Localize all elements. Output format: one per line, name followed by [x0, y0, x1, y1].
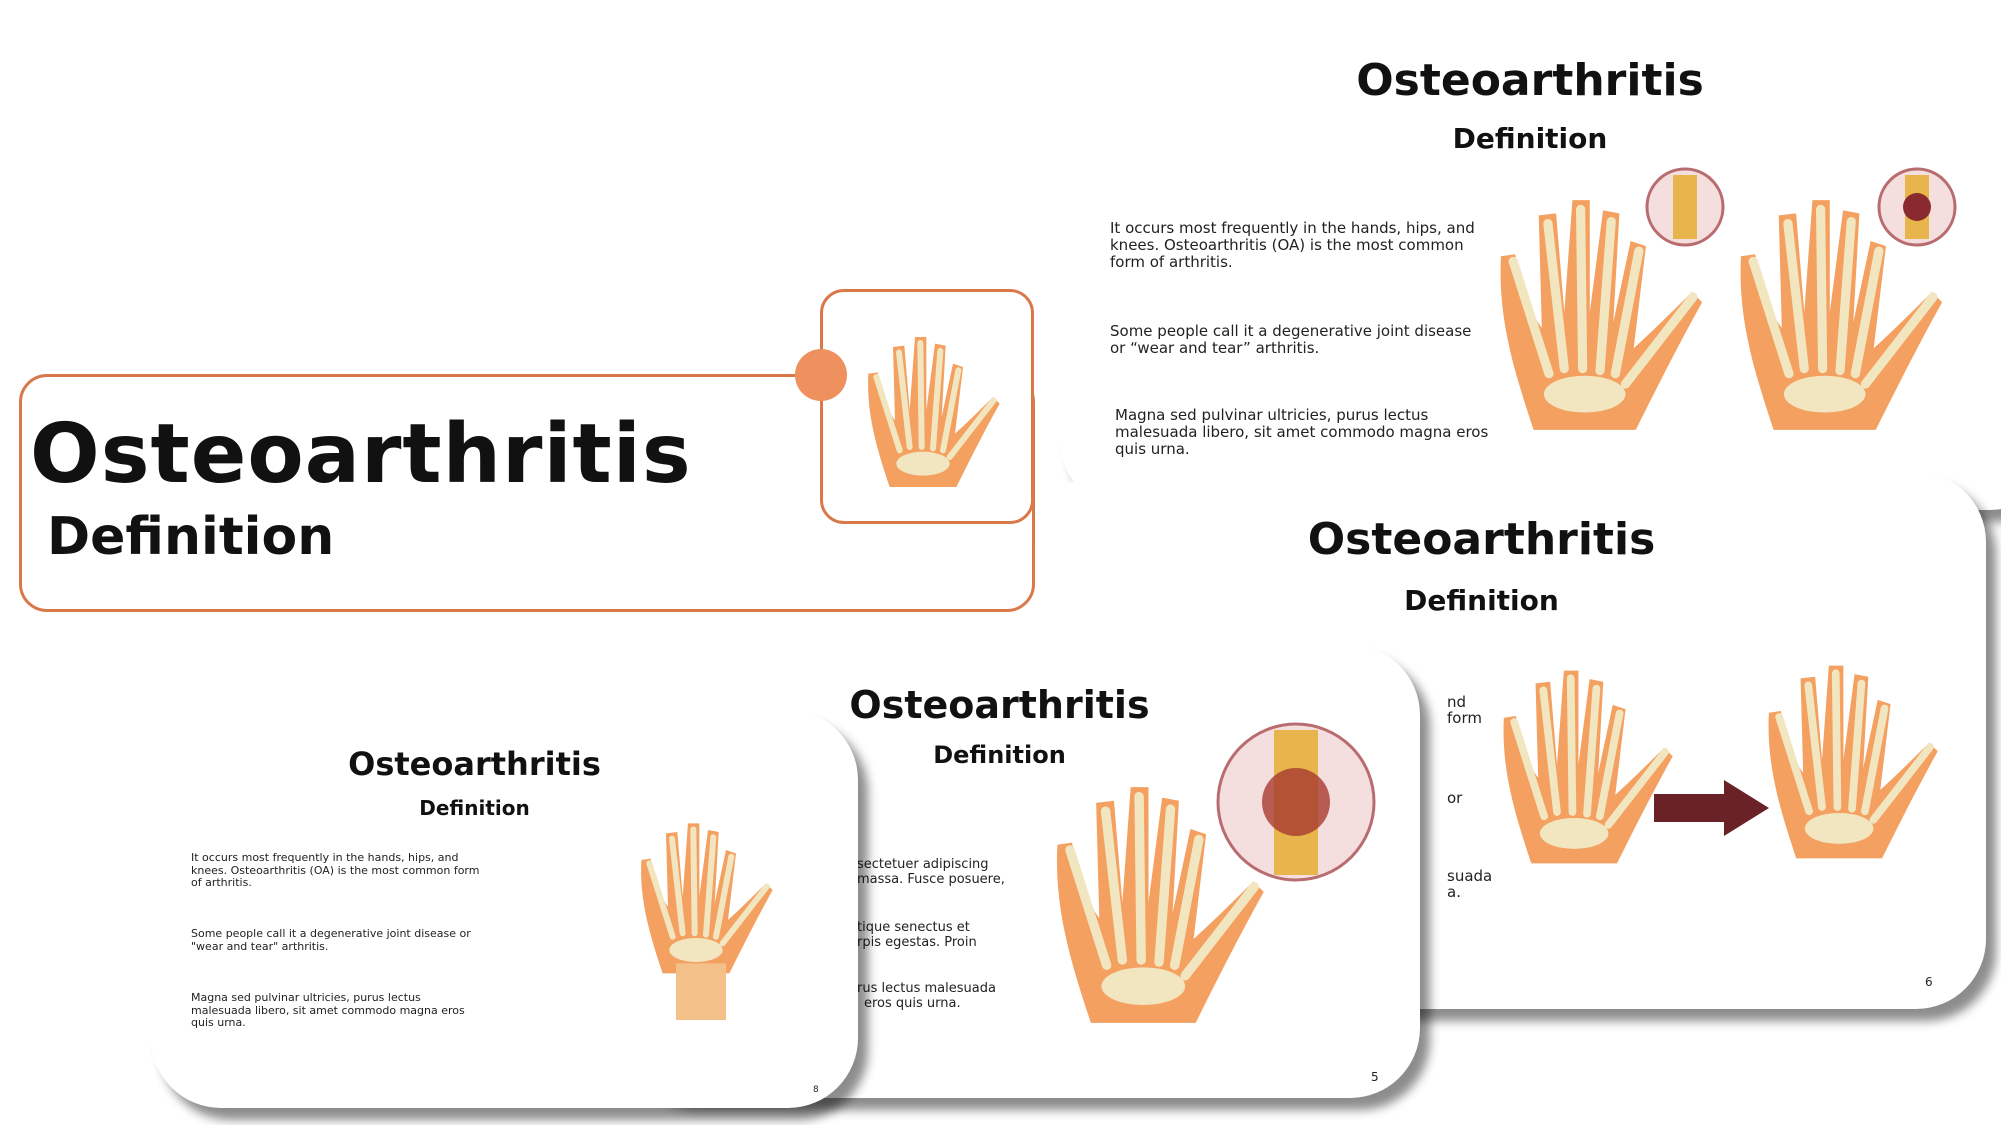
hand-skeleton-image [1497, 657, 1677, 877]
page-number: 8 [813, 1085, 819, 1095]
slide-title: Osteoarthritis [1307, 514, 1656, 565]
slide-subtitle: Definition [933, 741, 1066, 769]
slide-title: Osteoarthritis [849, 683, 1150, 727]
slide-title: Osteoarthritis [348, 745, 601, 783]
page-number: 6 [1925, 975, 1933, 989]
text-fragment: nd [1447, 693, 1467, 711]
text-fragment: tique senectus et [857, 920, 970, 935]
connector-dot [795, 349, 847, 401]
arrow-right-icon [1654, 780, 1769, 836]
text-fragment: rus lectus malesuada [857, 981, 996, 996]
paragraph: Some people call it a degenerative joint… [191, 927, 471, 953]
text-fragment: sectetuer adipiscing [857, 857, 989, 872]
text-fragment: eros quis urna. [864, 996, 961, 1011]
page-number: 5 [1371, 1070, 1379, 1084]
text-fragment: or [1447, 789, 1463, 807]
paragraph: Magna sed pulvinar ultricies, purus lect… [191, 991, 465, 1029]
slide-subtitle: Definition [419, 796, 530, 820]
slide-subtitle: Definition [1404, 584, 1559, 617]
paragraph: It occurs most frequently in the hands, … [1110, 219, 1475, 271]
slide-thumbnail-top[interactable]: Osteoarthritis Definition It occurs most… [1060, 10, 2001, 510]
hand-wrist-image [636, 800, 776, 1020]
hand-skeleton-arthritic-image [1762, 652, 1942, 872]
text-fragment: rpis egestas. Proin [857, 935, 977, 950]
text-fragment: massa. Fusce posuere, [857, 872, 1005, 887]
text-fragment: form [1447, 709, 1482, 727]
paragraph: Magna sed pulvinar ultricies, purus lect… [1115, 406, 1489, 458]
paragraph: It occurs most frequently in the hands, … [191, 851, 480, 889]
joint-closeup-image [1877, 167, 1957, 247]
slide-thumbnail-8[interactable]: Osteoarthritis Definition It occurs most… [151, 710, 858, 1108]
hand-skeleton-icon [863, 322, 1003, 502]
text-fragment: suada [1447, 867, 1493, 885]
joint-closeup-image [1216, 722, 1376, 882]
card-subtitle: Definition [47, 507, 335, 567]
joint-closeup-image [1645, 167, 1725, 247]
slide-title: Osteoarthritis [1356, 55, 1704, 106]
paragraph: Some people call it a degenerative joint… [1110, 322, 1472, 357]
slide-subtitle: Definition [1452, 122, 1608, 155]
card-title: Osteoarthritis [30, 407, 692, 502]
hand-image-box [820, 289, 1034, 524]
text-fragment: a. [1447, 883, 1461, 901]
